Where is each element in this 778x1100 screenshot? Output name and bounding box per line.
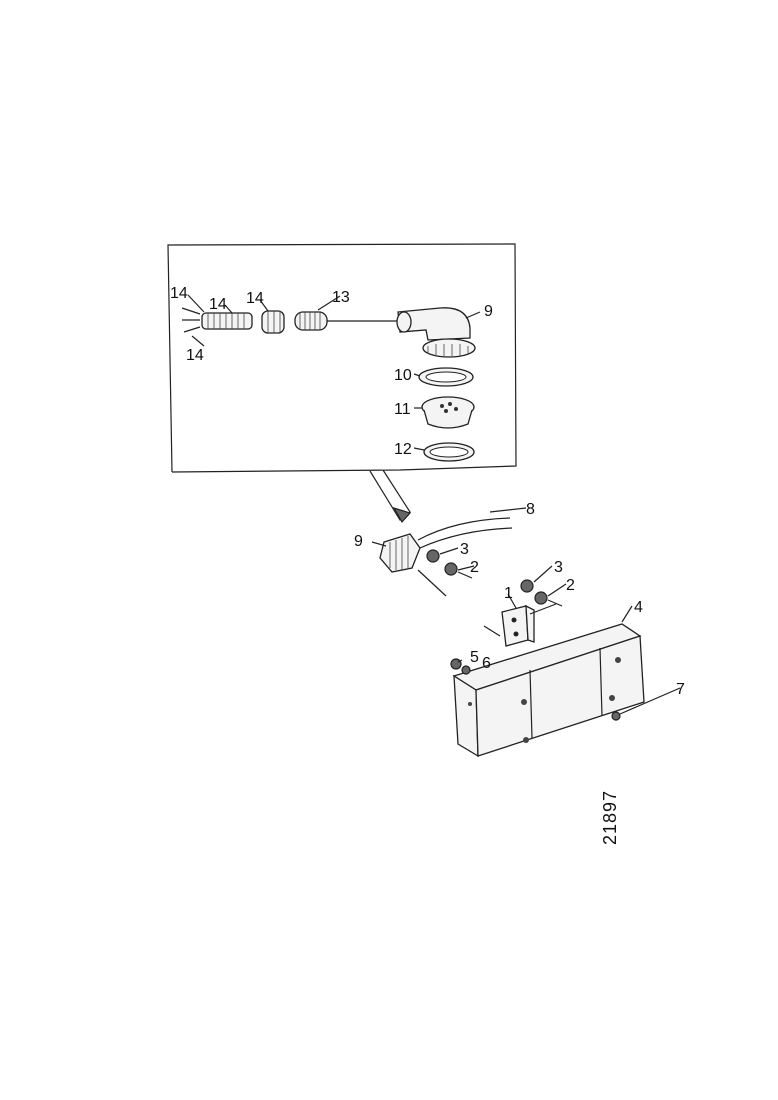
callout-14-d: 14 (186, 347, 204, 364)
nut-washer-pair-lower (520, 579, 563, 607)
callout-7: 7 (676, 681, 685, 698)
callout-12: 12 (394, 441, 412, 458)
mounting-bracket-part-1 (483, 603, 557, 647)
detail-inset-frame (167, 243, 517, 524)
callout-8: 8 (526, 501, 535, 518)
solenoid-valve-part-9 (379, 517, 513, 597)
strainer-filter-part-11 (421, 396, 475, 429)
callout-14-a: 14 (170, 285, 188, 302)
callout-11: 11 (394, 401, 411, 418)
callout-4: 4 (634, 599, 643, 616)
callout-1: 1 (504, 585, 513, 602)
spring-part-13 (294, 311, 400, 331)
callout-14-c: 14 (246, 290, 264, 307)
hose-connector-parts-14 (181, 307, 285, 334)
callout-13: 13 (332, 289, 350, 306)
screw-part-7 (611, 711, 621, 721)
callout-9-valve: 9 (354, 533, 363, 550)
callout-5: 5 (470, 649, 479, 666)
callout-3-upper: 3 (460, 541, 469, 558)
elbow-housing-part-9 (396, 307, 476, 358)
callout-labels: 14 14 14 14 13 9 10 11 12 8 9 3 2 3 2 1 … (170, 285, 685, 698)
drawing-number: 21897 (600, 790, 620, 845)
callout-10: 10 (394, 367, 412, 384)
ring-seal-part-10 (418, 367, 474, 387)
callout-3-lower: 3 (554, 559, 563, 576)
ring-seal-part-12 (423, 442, 475, 462)
callout-9-inset: 9 (484, 303, 493, 320)
leader-lines (187, 294, 681, 715)
callout-14-b: 14 (209, 296, 227, 313)
callout-2-lower: 2 (566, 577, 575, 594)
nut-washer-pair-upper (426, 549, 473, 579)
callout-6: 6 (482, 655, 491, 672)
callout-2-upper: 2 (470, 559, 479, 576)
housing-box-part-4 (452, 623, 645, 758)
